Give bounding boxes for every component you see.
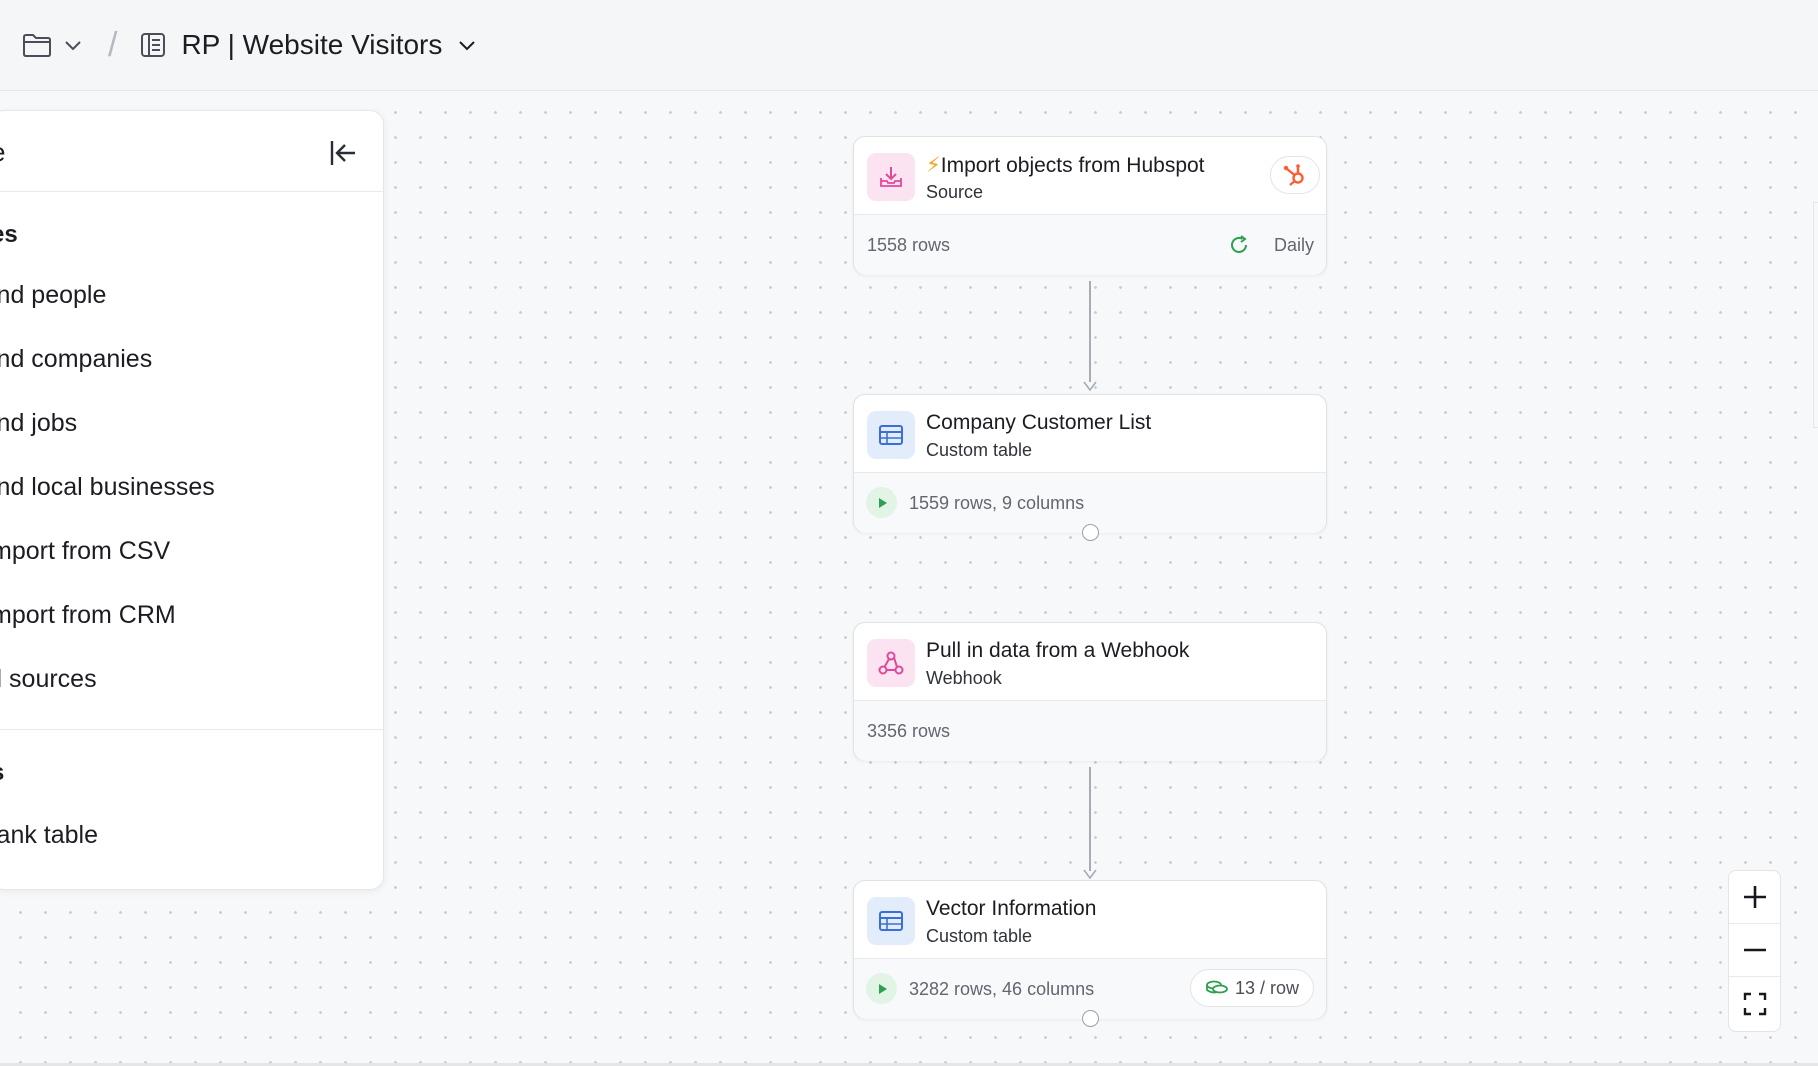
top-header: / RP | Website Visitors (0, 0, 1818, 91)
panel-item-import-csv[interactable]: mport from CSV (0, 537, 171, 565)
node-hubspot-import[interactable]: ⚡Import objects from Hubspot Source 1558… (853, 136, 1327, 275)
fit-view-button[interactable] (1729, 977, 1780, 1030)
node-webhook[interactable]: Pull in data from a Webhook Webhook 3356… (853, 622, 1327, 761)
chevron-down-icon (65, 41, 81, 51)
node-header: Vector Information Custom table (854, 881, 1326, 959)
document-icon (141, 33, 166, 57)
play-icon[interactable] (866, 973, 897, 1004)
node-footer: 1558 rows Daily (854, 215, 1326, 275)
zoom-out-button[interactable] (1729, 924, 1780, 977)
arrow-down-icon (1083, 869, 1097, 879)
node-subtitle: Webhook (926, 668, 1002, 688)
table-icon (867, 897, 915, 945)
zoom-controls (1728, 870, 1781, 1032)
row-count: 1558 rows (867, 235, 951, 255)
panel-item-import-crm[interactable]: mport from CRM (0, 601, 176, 629)
chevron-down-icon (459, 41, 476, 51)
node-header: ⚡Import objects from Hubspot Source (854, 137, 1326, 215)
hubspot-badge (1270, 156, 1320, 194)
node-header: Pull in data from a Webhook Webhook (854, 623, 1326, 701)
connection-handle[interactable] (1082, 1010, 1099, 1027)
refresh-schedule-icon (1231, 235, 1247, 253)
zoom-in-button[interactable] (1729, 871, 1780, 924)
hubspot-icon (1283, 164, 1304, 186)
section-title-sources: es (0, 221, 18, 248)
coins-icon (1206, 980, 1228, 994)
plus-icon (1743, 886, 1766, 908)
section-title-tables: s (0, 759, 4, 787)
import-icon (867, 153, 915, 201)
connector-line (1089, 767, 1091, 871)
node-vector-information[interactable]: Vector Information Custom table 3282 row… (853, 880, 1327, 1027)
connector-line (1089, 281, 1091, 382)
collapse-panel-icon[interactable] (327, 137, 359, 169)
panel-item-find-companies[interactable]: ind companies (0, 345, 153, 373)
webhook-icon (867, 639, 915, 687)
breadcrumb-separator: / (108, 25, 118, 64)
node-footer: 3356 rows (854, 701, 1326, 761)
play-icon[interactable] (866, 487, 897, 518)
panel-item-find-local-businesses[interactable]: ind local businesses (0, 473, 215, 501)
node-subtitle: Source (926, 182, 984, 202)
node-title: ⚡Import objects from Hubspot (926, 154, 1205, 177)
fullscreen-icon (1743, 992, 1766, 1015)
folder-menu-button[interactable] (22, 32, 84, 58)
node-header: Company Customer List Custom table (854, 395, 1326, 473)
panel-header: e (0, 111, 383, 192)
right-panel-edge (1813, 202, 1818, 428)
panel-divider (0, 729, 383, 730)
row-count: 1559 rows, 9 columns (909, 493, 1085, 513)
bottom-border (0, 1063, 1818, 1066)
minus-icon (1743, 948, 1766, 952)
row-count: 3356 rows (867, 721, 951, 741)
panel-item-find-people[interactable]: ind people (0, 281, 107, 309)
node-subtitle: Custom table (926, 440, 1033, 460)
credits-badge: 13 / row (1189, 969, 1314, 1007)
lightning-icon: ⚡ (926, 154, 941, 177)
panel-title: e (0, 137, 5, 168)
table-icon (867, 411, 915, 459)
page-title: RP | Website Visitors (181, 29, 443, 60)
connection-handle[interactable] (1082, 524, 1099, 541)
node-title: Pull in data from a Webhook (926, 639, 1190, 662)
node-footer: 3282 rows, 46 columns 13 / row (854, 959, 1326, 1019)
node-title: Vector Information (926, 897, 1097, 920)
node-company-customer-list[interactable]: Company Customer List Custom table 1559 … (853, 394, 1327, 541)
folder-icon (23, 34, 51, 57)
add-source-panel: e es ind people ind companies ind jobs i… (0, 110, 384, 890)
panel-item-all-sources[interactable]: ll sources (0, 665, 97, 693)
panel-item-find-jobs[interactable]: ind jobs (0, 409, 78, 437)
panel-item-blank-table[interactable]: lank table (0, 821, 99, 849)
page-title-menu[interactable]: RP | Website Visitors (139, 29, 478, 61)
row-count: 3282 rows, 46 columns (909, 979, 1095, 999)
node-subtitle: Custom table (926, 926, 1033, 946)
node-footer: 1559 rows, 9 columns (854, 473, 1326, 533)
arrow-down-icon (1083, 381, 1097, 391)
schedule-label: Daily (1273, 235, 1314, 255)
node-title: Company Customer List (926, 411, 1152, 434)
credits-per-row: 13 / row (1234, 977, 1299, 998)
